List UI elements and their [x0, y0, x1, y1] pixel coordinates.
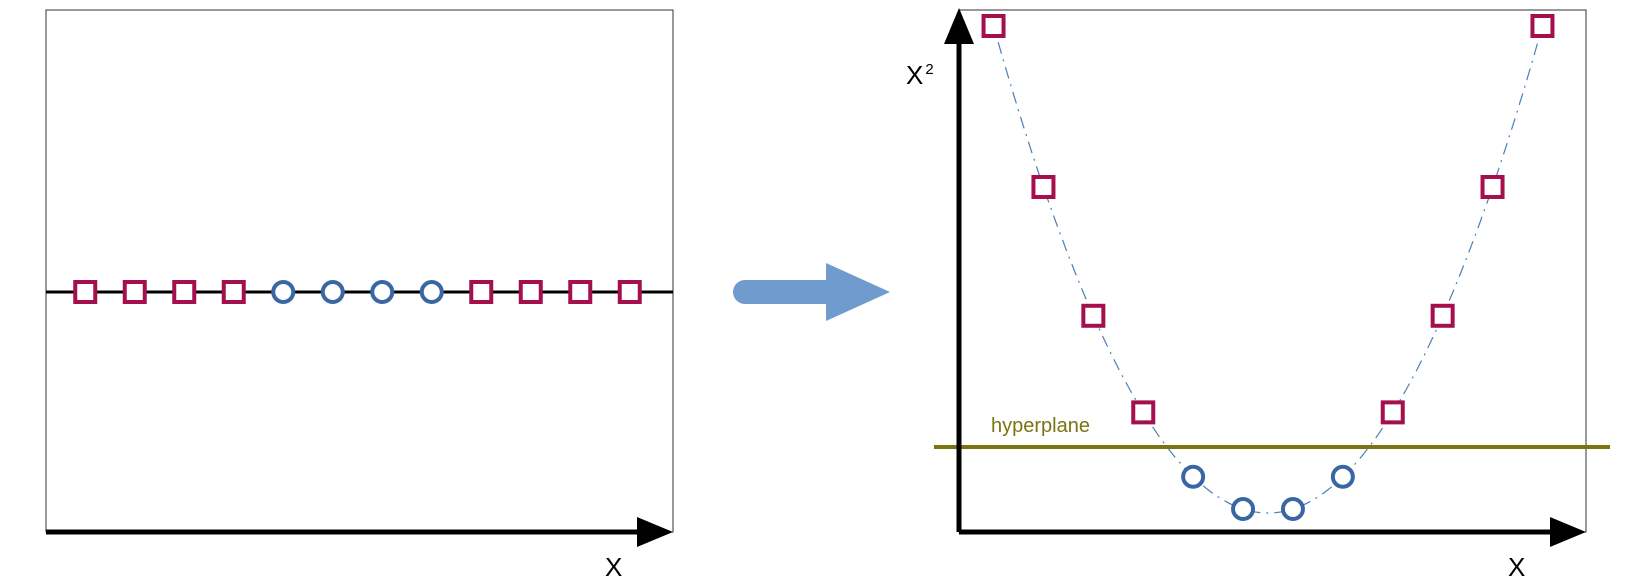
right-circle-point: [1330, 464, 1355, 489]
left-square-point: [518, 280, 543, 304]
left-square-point: [617, 280, 642, 304]
right-circle-point: [1280, 496, 1305, 521]
left-panel-frame: [45, 9, 674, 533]
left-square-point: [469, 280, 494, 304]
left-square-point: [73, 280, 98, 304]
right-square-point: [1081, 303, 1106, 328]
left-x-axis-arrowhead: [637, 517, 673, 547]
right-y-axis-arrowhead: [944, 8, 974, 44]
right-square-point: [1131, 400, 1156, 425]
right-y-axis-label-exponent: 2: [925, 61, 933, 78]
left-square-point: [568, 280, 593, 304]
hyperplane-label: hyperplane: [991, 415, 1090, 437]
right-points: [981, 14, 1555, 521]
right-circle-point: [1231, 496, 1256, 521]
left-points: [73, 280, 642, 304]
left-panel: X: [45, 9, 674, 582]
right-x-axis-label: X: [1508, 552, 1525, 582]
right-x-axis-arrowhead: [1550, 517, 1586, 547]
left-circle-point: [419, 280, 444, 304]
parabola-curve: [990, 16, 1546, 514]
left-x-axis-label: X: [605, 552, 622, 582]
right-y-axis-label-base: X: [906, 60, 923, 90]
right-square-point: [981, 14, 1006, 38]
left-circle-point: [370, 280, 395, 304]
left-square-point: [221, 280, 246, 304]
left-square-point: [172, 280, 197, 304]
right-square-point: [1031, 174, 1056, 199]
right-circle-point: [1181, 464, 1206, 489]
left-circle-point: [271, 280, 296, 304]
right-panel-frame: [958, 9, 1587, 533]
transform-arrow: [733, 263, 890, 321]
right-square-point: [1480, 174, 1505, 199]
left-circle-point: [320, 280, 345, 304]
right-square-point: [1430, 303, 1455, 328]
right-square-point: [1530, 14, 1555, 38]
right-square-point: [1380, 400, 1405, 425]
transform-arrow-head: [826, 263, 890, 321]
left-square-point: [122, 280, 147, 304]
